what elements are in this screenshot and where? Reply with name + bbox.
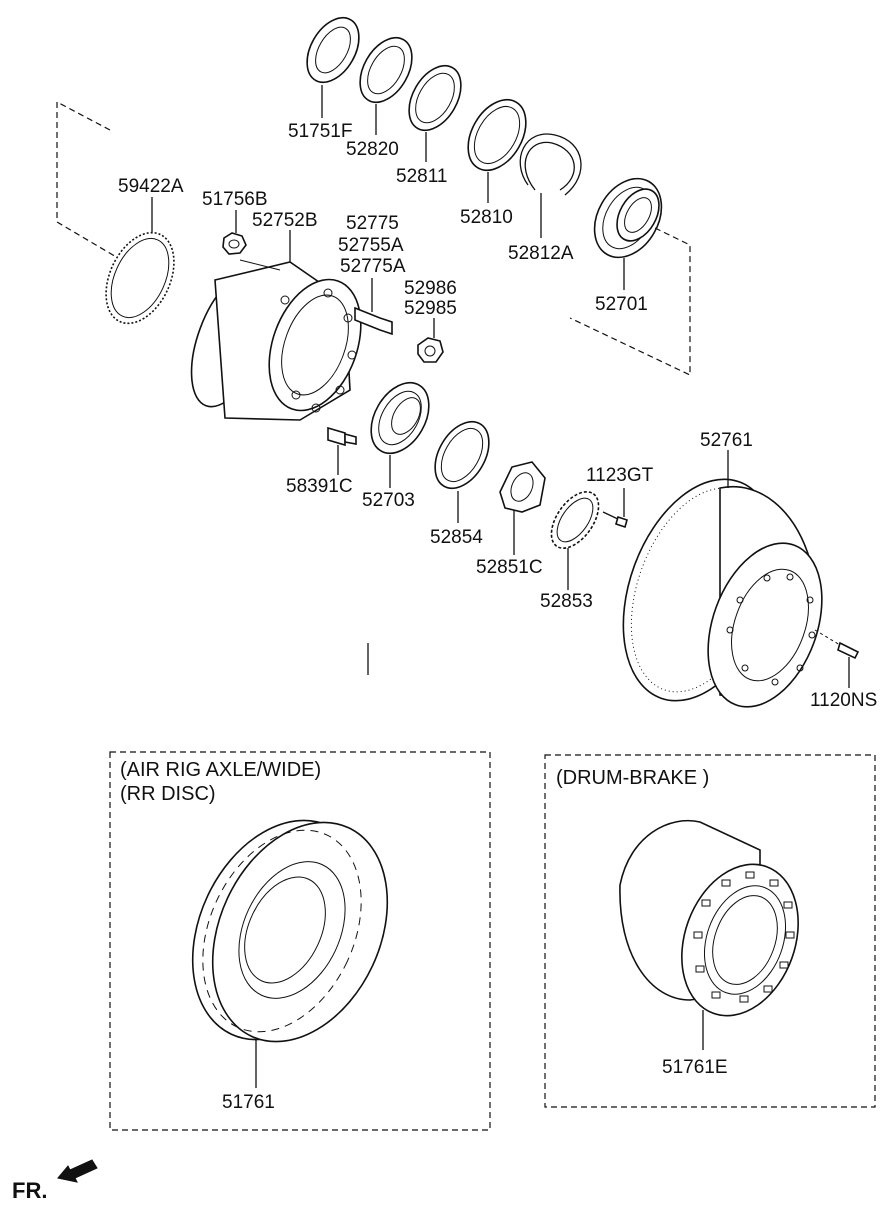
seal-52820[interactable] [349,29,422,135]
front-label: FR. [12,1178,47,1203]
label-52775A: 52775A [340,256,406,277]
drum-51761E[interactable] [619,819,818,1050]
stud-52775[interactable] [354,278,393,336]
caption-drum-brake: (DRUM-BRAKE ) [556,767,709,789]
label-52854: 52854 [430,527,483,548]
label-52812A: 52812A [508,243,574,264]
assembly-bracket-right [569,227,691,376]
label-51751F: 51751F [288,121,352,142]
bolt-58391C[interactable] [327,426,357,475]
bearing-52703[interactable] [359,373,440,488]
caption-rr-disc: (RR DISC) [120,783,216,805]
label-52701: 52701 [595,294,648,315]
bearing-52701[interactable] [581,167,675,290]
washer-52853[interactable] [542,483,608,590]
caption-air-rig-axle: (AIR RIG AXLE/WIDE) [120,759,321,781]
label-52703: 52703 [362,490,415,511]
label-52755A: 52755A [338,235,404,256]
screw-1120NS[interactable] [814,629,860,688]
assembly-bracket-left [56,101,119,259]
label-52820: 52820 [346,139,399,160]
screw-1123GT[interactable] [602,488,628,529]
label-52853: 52853 [540,591,593,612]
label-52752B: 52752B [252,210,318,231]
arrow-left-icon [57,1159,98,1183]
label-52851C: 52851C [476,557,543,578]
tone-ring-59422A[interactable] [93,197,188,334]
ring-52810[interactable] [456,90,537,203]
label-52986: 52986 [404,278,457,299]
label-51756B: 51756B [202,189,268,210]
label-58391C: 58391C [286,476,353,497]
label-59422A: 59422A [118,176,184,197]
seal-52854[interactable] [424,412,500,523]
disc-51761[interactable] [159,792,421,1088]
snap-ring-52812A[interactable] [519,133,582,238]
label-52810: 52810 [460,207,513,228]
front-direction-indicator: FR. [12,1159,98,1203]
seal-51751F[interactable] [296,9,369,118]
label-1123GT: 1123GT [586,465,654,486]
option-box-air-rig [109,751,491,1131]
label-51761: 51761 [222,1092,275,1113]
label-52775: 52775 [346,213,399,234]
label-52985: 52985 [404,298,457,319]
ring-52811[interactable] [398,57,471,162]
nut-51756B[interactable] [222,210,247,255]
label-52761: 52761 [700,430,753,451]
label-51761E: 51761E [662,1057,728,1078]
drum-52761[interactable] [595,450,843,723]
nut-52985[interactable] [417,318,444,363]
label-52811: 52811 [396,166,447,187]
option-box-drum-brake [544,754,876,1108]
nut-52851C[interactable] [499,461,546,555]
label-1120NS: 1120NS [810,690,877,711]
hub-52752B[interactable] [176,230,378,423]
